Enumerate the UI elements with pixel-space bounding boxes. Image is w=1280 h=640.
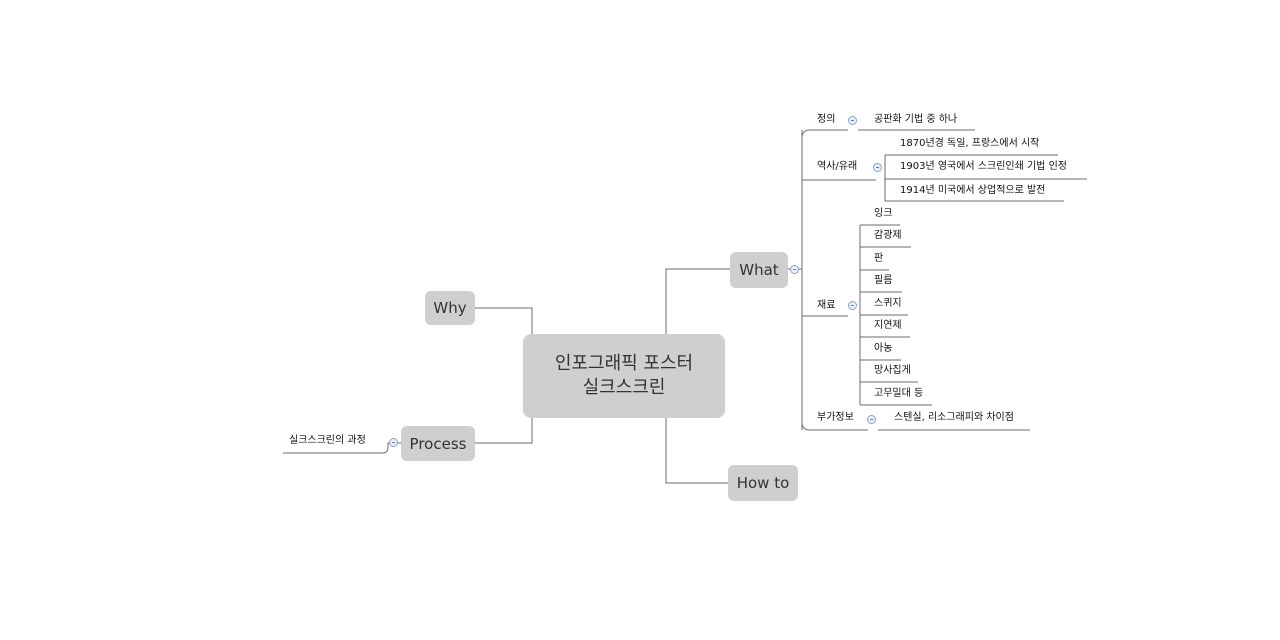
topic-howto[interactable]: How to	[728, 465, 798, 501]
collapse-what-icon[interactable]	[790, 265, 799, 274]
connector-central-process	[474, 418, 533, 444]
connector-process-leaf	[283, 442, 401, 454]
history-item[interactable]: 1903년 영국에서 스크린인쇄 기법 인정	[900, 161, 1067, 172]
topic-what[interactable]: What	[730, 252, 788, 288]
history-item[interactable]: 1914년 미국에서 상업적으로 발전	[900, 185, 1046, 196]
connector-central-what	[665, 268, 731, 334]
topic-process[interactable]: Process	[401, 426, 475, 461]
topic-why[interactable]: Why	[425, 291, 475, 325]
materials-item[interactable]: 판	[874, 253, 884, 264]
materials-item[interactable]: 감광제	[874, 230, 902, 241]
category-materials[interactable]: 재료	[817, 300, 836, 311]
materials-item[interactable]: 필름	[874, 275, 893, 286]
collapse-materials-icon[interactable]	[848, 301, 857, 310]
process-item[interactable]: 실크스크린의 과정	[289, 435, 366, 446]
category-history[interactable]: 역사/유래	[817, 161, 858, 172]
collapse-extra-icon[interactable]	[867, 415, 876, 424]
materials-item[interactable]: 스퀴지	[874, 298, 902, 309]
history-item[interactable]: 1870년경 독일, 프랑스에서 시작	[900, 138, 1040, 149]
materials-item[interactable]: 망사집게	[874, 365, 911, 376]
connector-definition	[801, 129, 848, 139]
category-extra[interactable]: 부가정보	[817, 412, 854, 423]
category-definition[interactable]: 정의	[817, 114, 836, 125]
materials-item[interactable]: 아농	[874, 343, 893, 354]
materials-item[interactable]: 잉크	[874, 208, 893, 219]
collapse-definition-icon[interactable]	[848, 116, 857, 125]
central-topic[interactable]: 인포그래픽 포스터 실크스크린	[523, 334, 725, 418]
connector-central-howto	[665, 418, 729, 484]
central-topic-line2: 실크스크린	[582, 377, 666, 398]
definition-item[interactable]: 공판화 기법 중 하나	[874, 114, 958, 125]
extra-item[interactable]: 스텐실, 리소그래피와 차이점	[894, 412, 1014, 423]
connector-extra	[801, 421, 868, 431]
central-topic-line1: 인포그래픽 포스터	[554, 353, 694, 374]
collapse-history-icon[interactable]	[873, 163, 882, 172]
collapse-process-icon[interactable]	[389, 438, 398, 447]
connector-central-why	[474, 307, 533, 334]
materials-item[interactable]: 지연제	[874, 320, 902, 331]
materials-item[interactable]: 고무밀대 등	[874, 388, 924, 399]
